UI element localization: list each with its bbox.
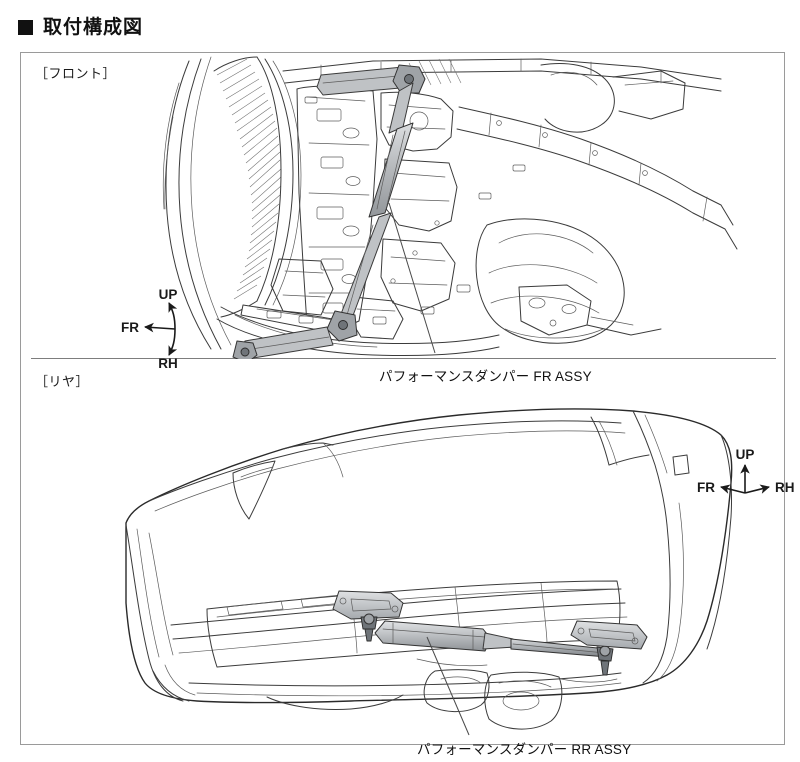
axis-label-up-front: UP — [159, 287, 178, 302]
callout-front-damper: パフォーマンスダンパー FR ASSY — [379, 369, 592, 384]
axis-indicator-rear: UP FR RH — [697, 443, 795, 505]
section-divider — [31, 358, 776, 359]
axis-label-rh-rear: RH — [775, 480, 795, 495]
axis-label-fr-front: FR — [121, 320, 139, 335]
axis-label-rh-front: RH — [158, 356, 178, 371]
illustration-front-engine-bay — [162, 56, 738, 359]
diagram-panel: ［フロント］ — [20, 52, 795, 757]
axis-label-fr-rear: FR — [697, 480, 715, 495]
section-label-front: ［フロント］ — [35, 66, 117, 81]
page-title-text: 取付構成図 — [43, 17, 144, 38]
illustration-rear-bumper — [125, 408, 733, 736]
axis-label-up-rear: UP — [736, 447, 755, 462]
axis-indicator-front: UP FR RH — [121, 287, 211, 371]
page-title: 取付構成図 — [18, 18, 143, 37]
callout-rear-damper: パフォーマンスダンパー RR ASSY — [417, 742, 632, 757]
section-label-rear: ［リヤ］ — [35, 374, 90, 389]
bullet-square-icon — [18, 20, 33, 35]
